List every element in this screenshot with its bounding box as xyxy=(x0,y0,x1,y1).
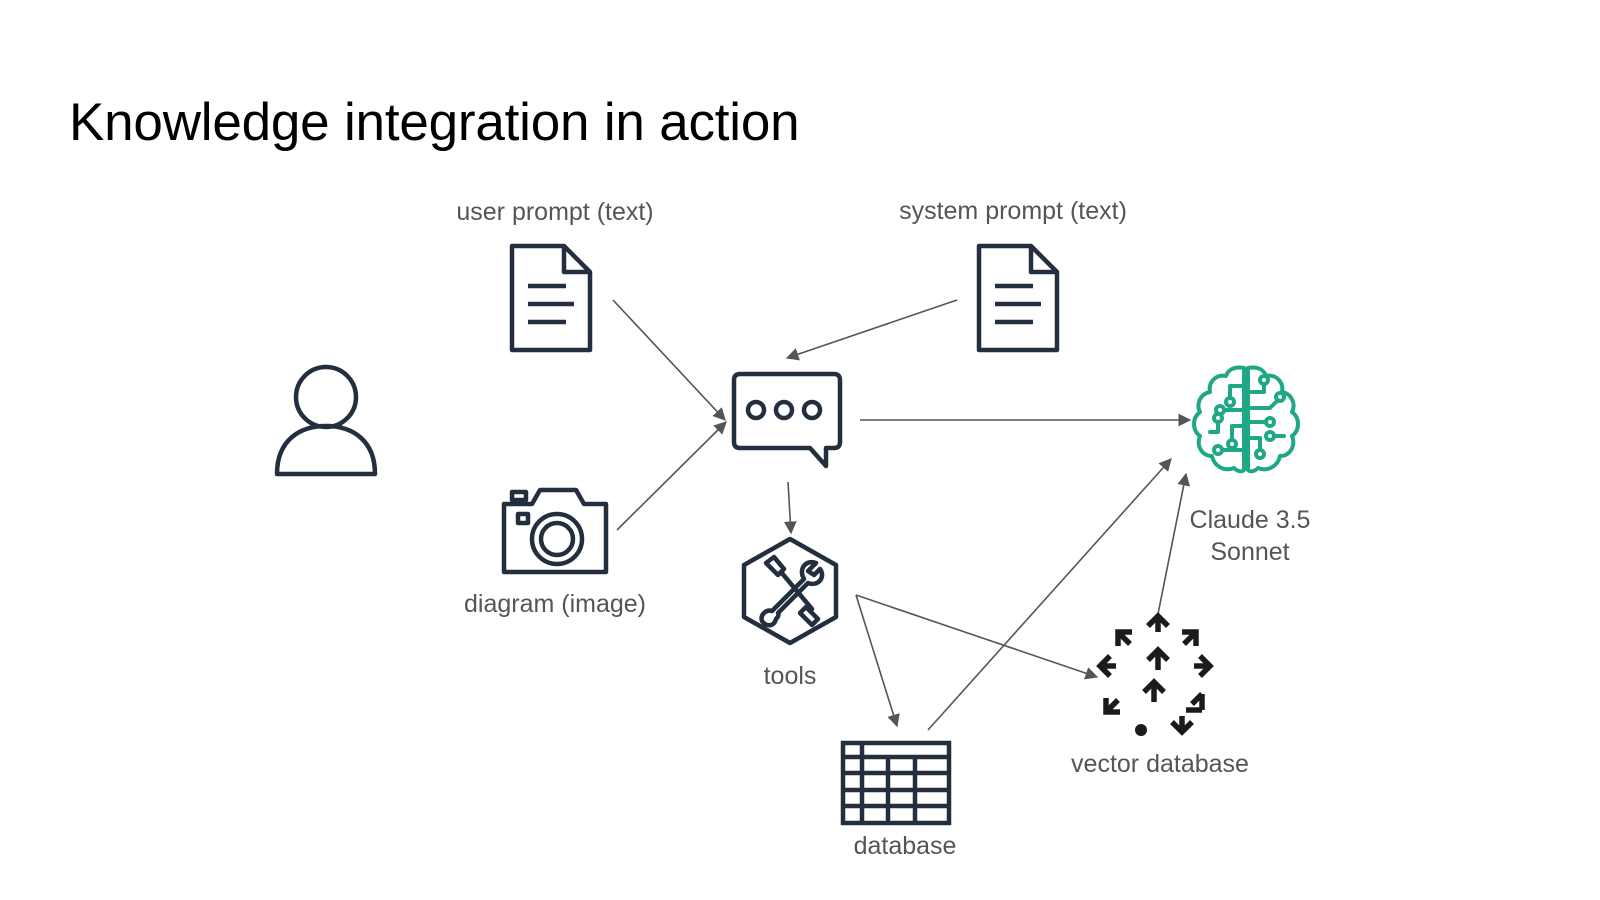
chat-bubble-icon xyxy=(730,370,844,475)
arrow-vector-db-to-model xyxy=(1157,472,1191,615)
database-label: database xyxy=(853,832,957,860)
slide-title: Knowledge integration in action xyxy=(69,93,800,152)
arrow-tools-to-database xyxy=(855,594,900,728)
arrow-diagram-to-chat xyxy=(616,421,727,531)
tools-icon xyxy=(740,535,840,652)
database-table-icon xyxy=(840,740,952,831)
document-icon xyxy=(975,242,1061,359)
vector-database-label: vector database xyxy=(1071,750,1249,778)
camera-icon xyxy=(498,484,612,583)
diagram-label: diagram (image) xyxy=(463,590,646,618)
document-icon xyxy=(508,242,594,359)
arrow-user-prompt-to-chat xyxy=(612,299,726,421)
user-icon xyxy=(272,362,380,483)
brain-circuit-icon xyxy=(1188,362,1304,483)
model-label-line2: Sonnet xyxy=(1210,538,1290,566)
user-prompt-label: user prompt (text) xyxy=(456,198,654,226)
arrow-tools-to-vector-db xyxy=(855,594,1099,680)
tools-label: tools xyxy=(763,662,817,690)
arrow-database-to-model xyxy=(927,458,1172,731)
system-prompt-label: system prompt (text) xyxy=(899,197,1127,225)
vector-database-icon xyxy=(1096,612,1216,743)
arrow-system-prompt-to-chat xyxy=(785,299,958,361)
arrow-chat-to-tools xyxy=(783,481,797,535)
model-label-line1: Claude 3.5 xyxy=(1189,506,1311,534)
